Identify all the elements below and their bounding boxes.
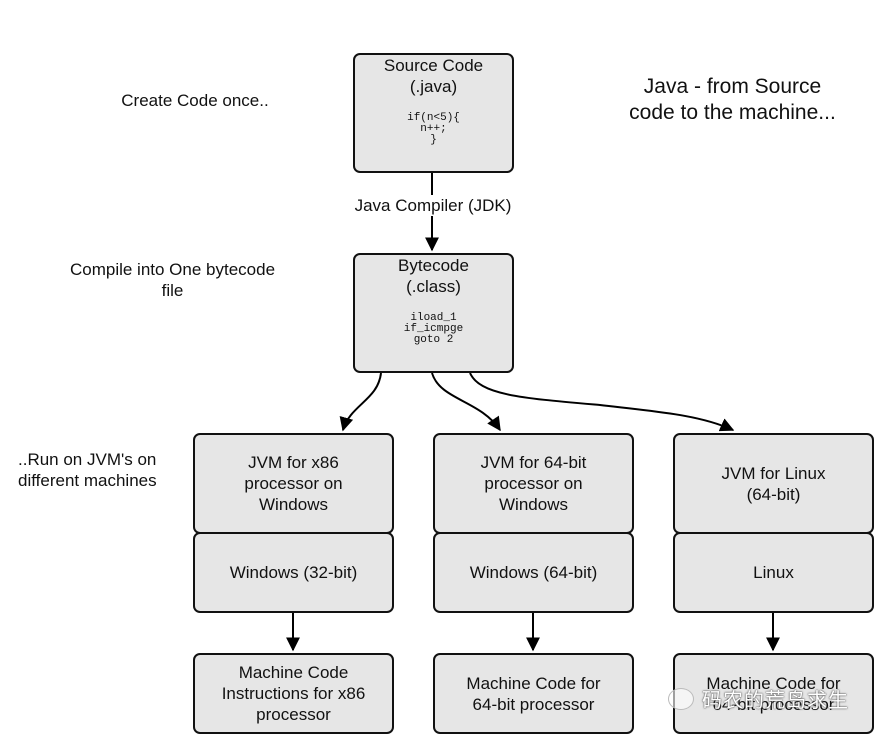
source-code-snippet: if(n<5){ n++; }: [407, 112, 460, 146]
wechat-icon: [668, 687, 694, 710]
arrow-bytecode-to-jvm-linux: [469, 372, 735, 432]
machine-code-label: Machine Code for 64-bit processor: [706, 673, 841, 714]
os-box-windows-64: Windows (64-bit): [433, 532, 634, 613]
machine-code-box-64bit: Machine Code for 64-bit processor: [433, 653, 634, 734]
jvm-box-64bit-windows: JVM for 64-bit processor on Windows: [433, 433, 634, 534]
os-box-linux: Linux: [673, 532, 874, 613]
annotation-run: ..Run on JVM's on different machines: [18, 450, 157, 490]
diagram-title: Java - from Source code to the machine..…: [629, 75, 836, 124]
jvm-label: JVM for x86 processor on Windows: [244, 453, 343, 514]
os-label: Linux: [753, 563, 794, 582]
jvm-box-x86-windows: JVM for x86 processor on Windows: [193, 433, 394, 534]
machine-code-box-x86: Machine Code Instructions for x86 proces…: [193, 653, 394, 734]
compiler-edge-label: Java Compiler (JDK): [340, 195, 526, 216]
os-box-windows-32: Windows (32-bit): [193, 532, 394, 613]
jvm-box-linux-64: JVM for Linux (64-bit): [673, 433, 874, 534]
annotation-compile: Compile into One bytecode file: [69, 260, 276, 300]
arrow-bytecode-to-jvm-x86: [339, 372, 382, 432]
source-code-box: Source Code (.java) if(n<5){ n++; }: [353, 53, 514, 173]
arrow-bytecode-to-jvm-64bit: [431, 372, 501, 432]
jvm-label: JVM for 64-bit processor on Windows: [480, 453, 587, 514]
machine-code-label: Machine Code for 64-bit processor: [466, 673, 601, 714]
bytecode-snippet: iload_1 if_icmpge goto 2: [403, 312, 464, 346]
os-label: Windows (32-bit): [229, 563, 358, 582]
os-label: Windows (64-bit): [469, 563, 598, 582]
annotation-create-code: Create Code once..: [121, 91, 269, 110]
watermark-text: 码农的荒岛求生: [702, 688, 849, 712]
jvm-label: JVM for Linux (64-bit): [721, 463, 826, 504]
watermark: 码农的荒岛求生: [668, 684, 849, 713]
source-code-title: Source Code (.java): [383, 56, 484, 96]
bytecode-title: Bytecode (.class): [398, 256, 469, 296]
bytecode-box: Bytecode (.class) iload_1 if_icmpge goto…: [353, 253, 514, 373]
machine-code-label: Machine Code Instructions for x86 proces…: [221, 663, 366, 724]
